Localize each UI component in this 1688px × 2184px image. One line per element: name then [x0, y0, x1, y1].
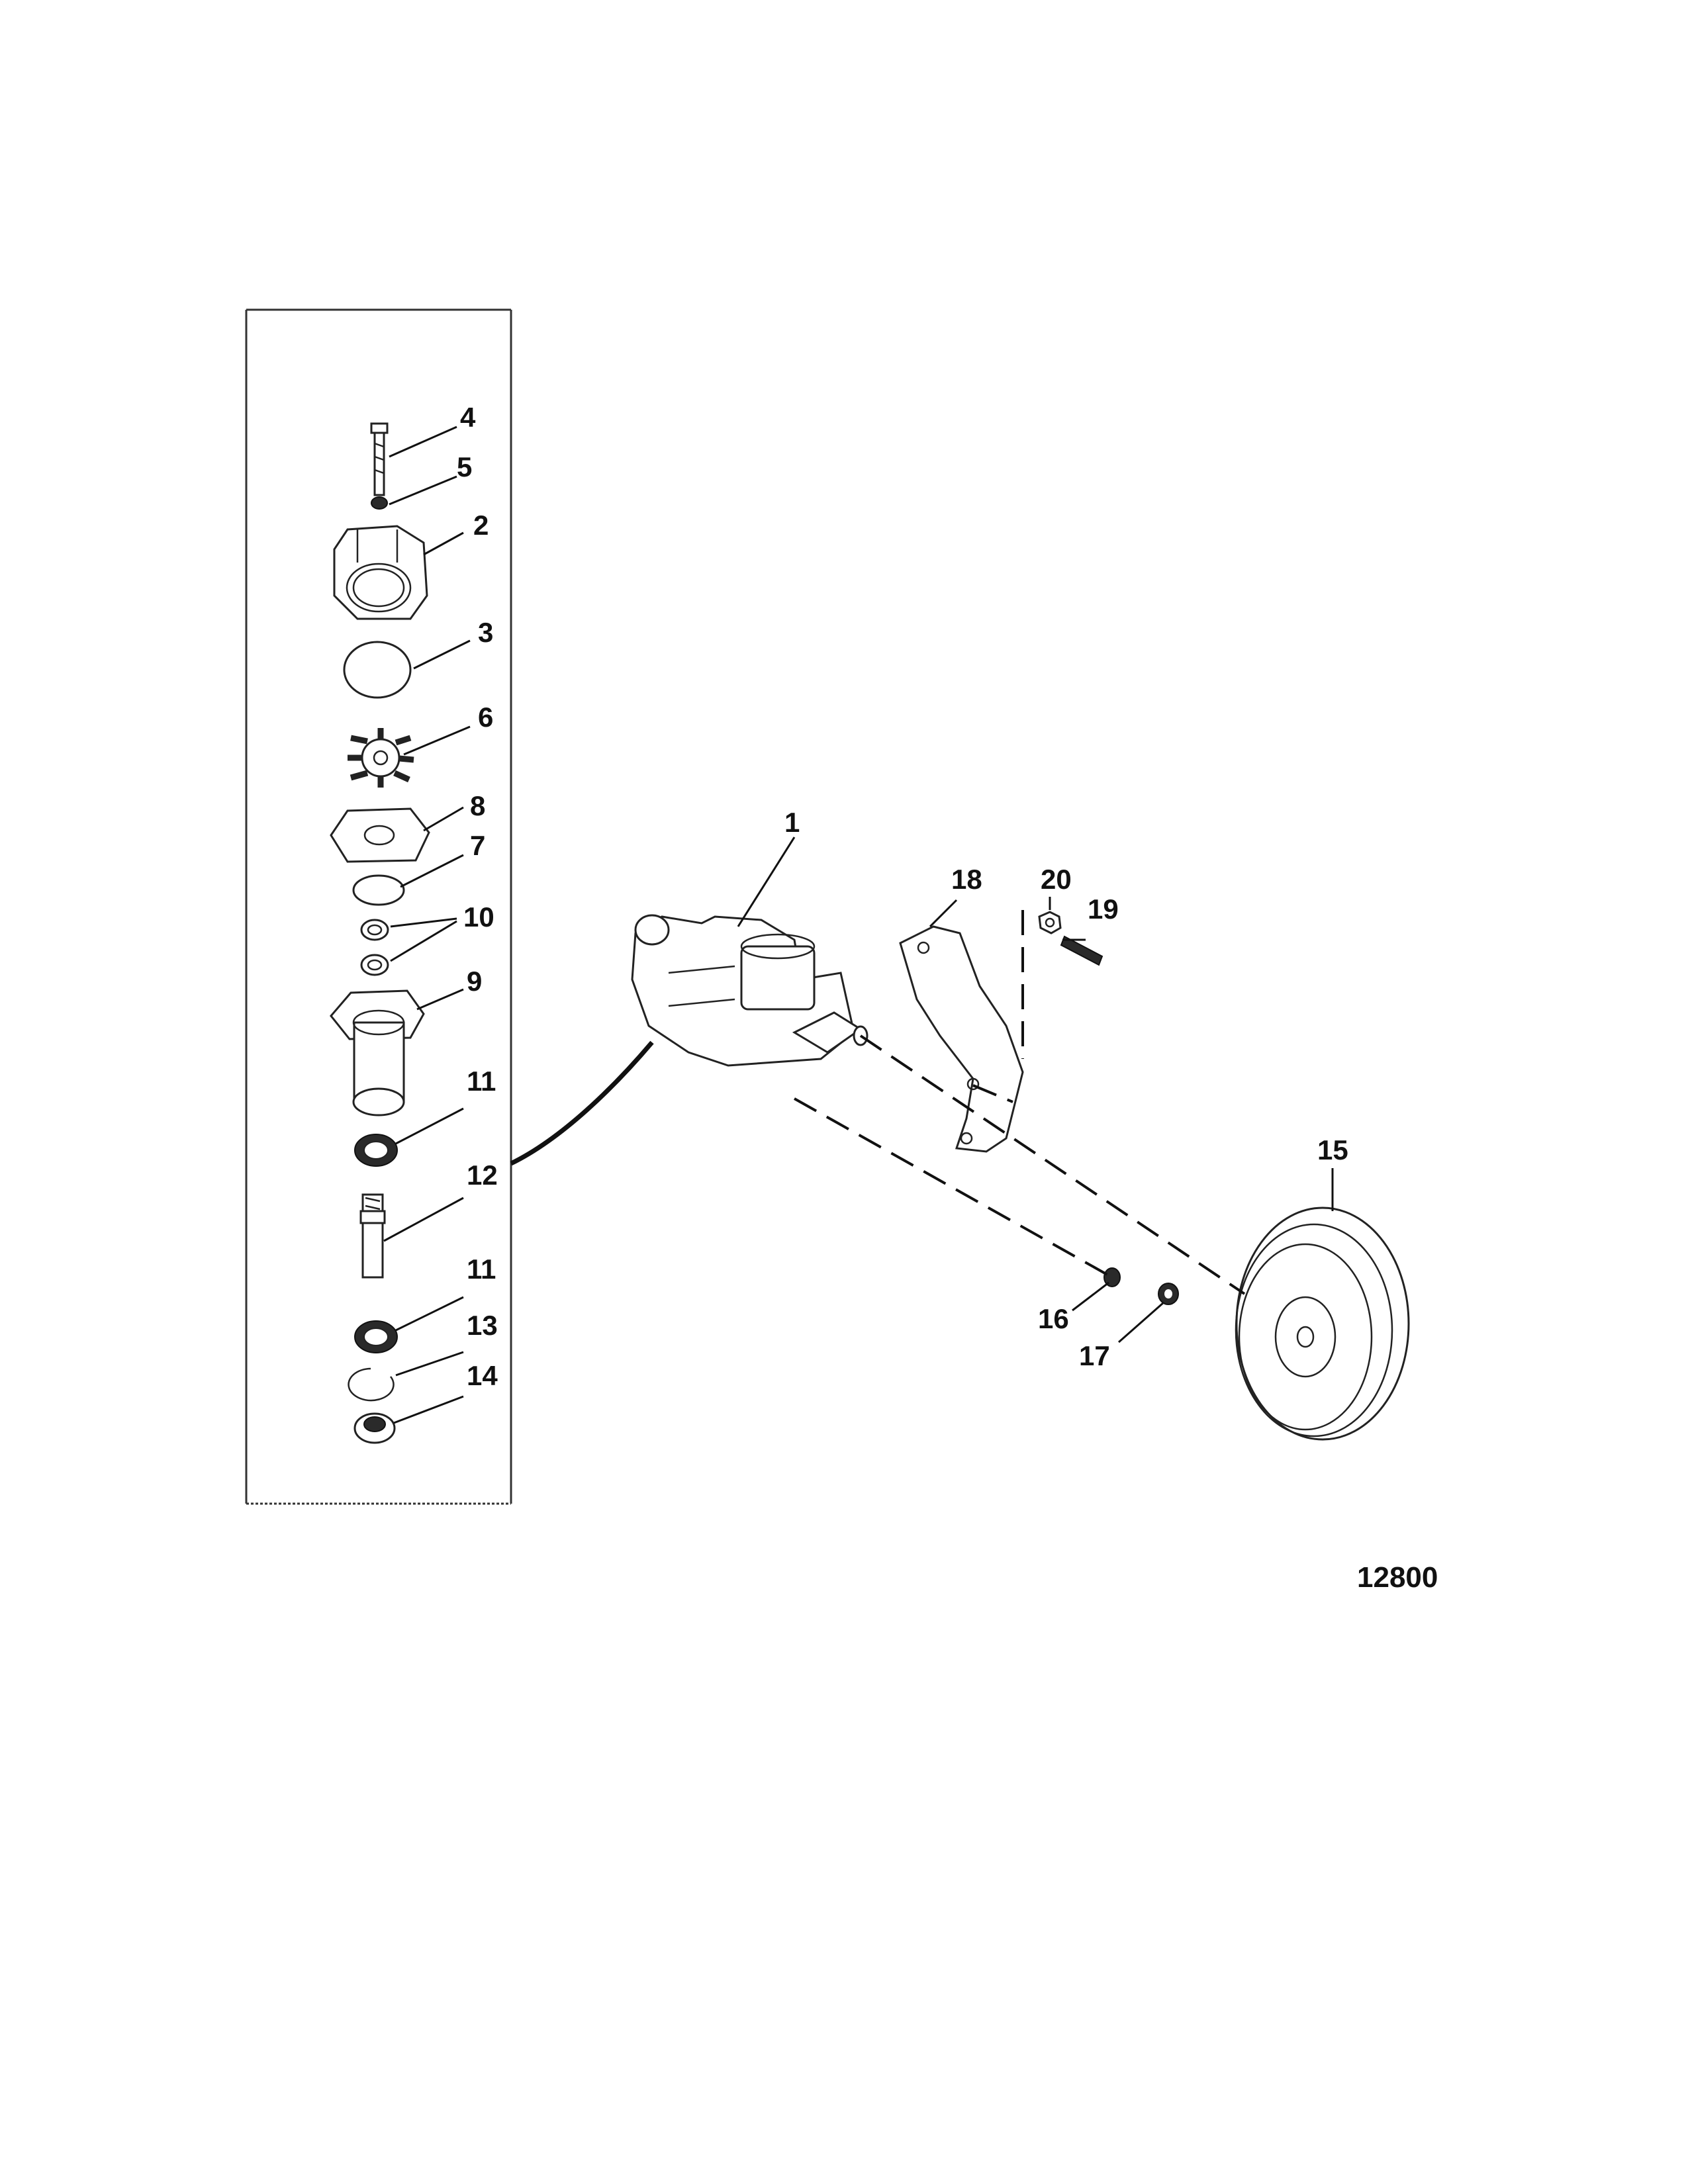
callout-19: 19 — [1088, 893, 1119, 925]
impeller-icon — [348, 728, 414, 788]
callout-7: 7 — [470, 830, 485, 861]
callout-20: 20 — [1041, 864, 1072, 895]
alignment-lines — [794, 910, 1246, 1295]
callout-14: 14 — [467, 1360, 498, 1391]
bearing-upper-icon — [354, 1134, 398, 1167]
callout-9: 9 — [467, 966, 482, 997]
callouts: 4 5 2 3 6 8 7 10 9 11 12 11 13 14 1 18 2… — [457, 402, 1348, 1391]
stud-icon — [1060, 935, 1103, 966]
wear-plate-icon — [330, 807, 430, 863]
pump-assembly-icon — [631, 914, 868, 1067]
callout-3: 3 — [478, 617, 493, 648]
bolt-icon — [370, 422, 389, 496]
callout-12: 12 — [467, 1160, 498, 1191]
callout-6: 6 — [478, 702, 493, 733]
callout-4: 4 — [460, 402, 476, 433]
detail-box — [245, 308, 512, 1505]
callout-1: 1 — [784, 807, 800, 838]
bracket-icon — [899, 925, 1024, 1153]
callout-11-lower: 11 — [467, 1253, 496, 1285]
callout-11-upper: 11 — [467, 1066, 496, 1097]
callout-18: 18 — [951, 864, 982, 895]
pump-body-icon — [333, 525, 428, 620]
shaft-icon — [359, 1193, 386, 1279]
o-ring-small-icon — [352, 874, 405, 906]
spacer-icon — [353, 1412, 396, 1444]
callout-8: 8 — [470, 790, 485, 821]
bearing-lower-icon — [354, 1320, 398, 1353]
callout-16: 16 — [1038, 1303, 1069, 1334]
nut-icon — [1038, 911, 1062, 934]
o-ring-large-icon — [343, 641, 412, 699]
callout-17: 17 — [1079, 1340, 1110, 1371]
detail-connector-line — [510, 1040, 654, 1166]
snap-ring-icon — [348, 1367, 395, 1402]
figure-number: 12800 — [1357, 1561, 1438, 1594]
callout-13: 13 — [467, 1310, 498, 1341]
callout-10: 10 — [463, 901, 494, 933]
callout-15: 15 — [1317, 1134, 1348, 1165]
leader-lines — [383, 426, 1334, 1424]
washer-small-icon — [1158, 1283, 1179, 1305]
callout-5: 5 — [457, 451, 472, 482]
pulley-icon — [1235, 1206, 1410, 1441]
seal-icon — [360, 919, 389, 976]
callout-2: 2 — [473, 510, 489, 541]
housing-icon — [330, 989, 425, 1116]
washer-icon — [371, 496, 388, 510]
